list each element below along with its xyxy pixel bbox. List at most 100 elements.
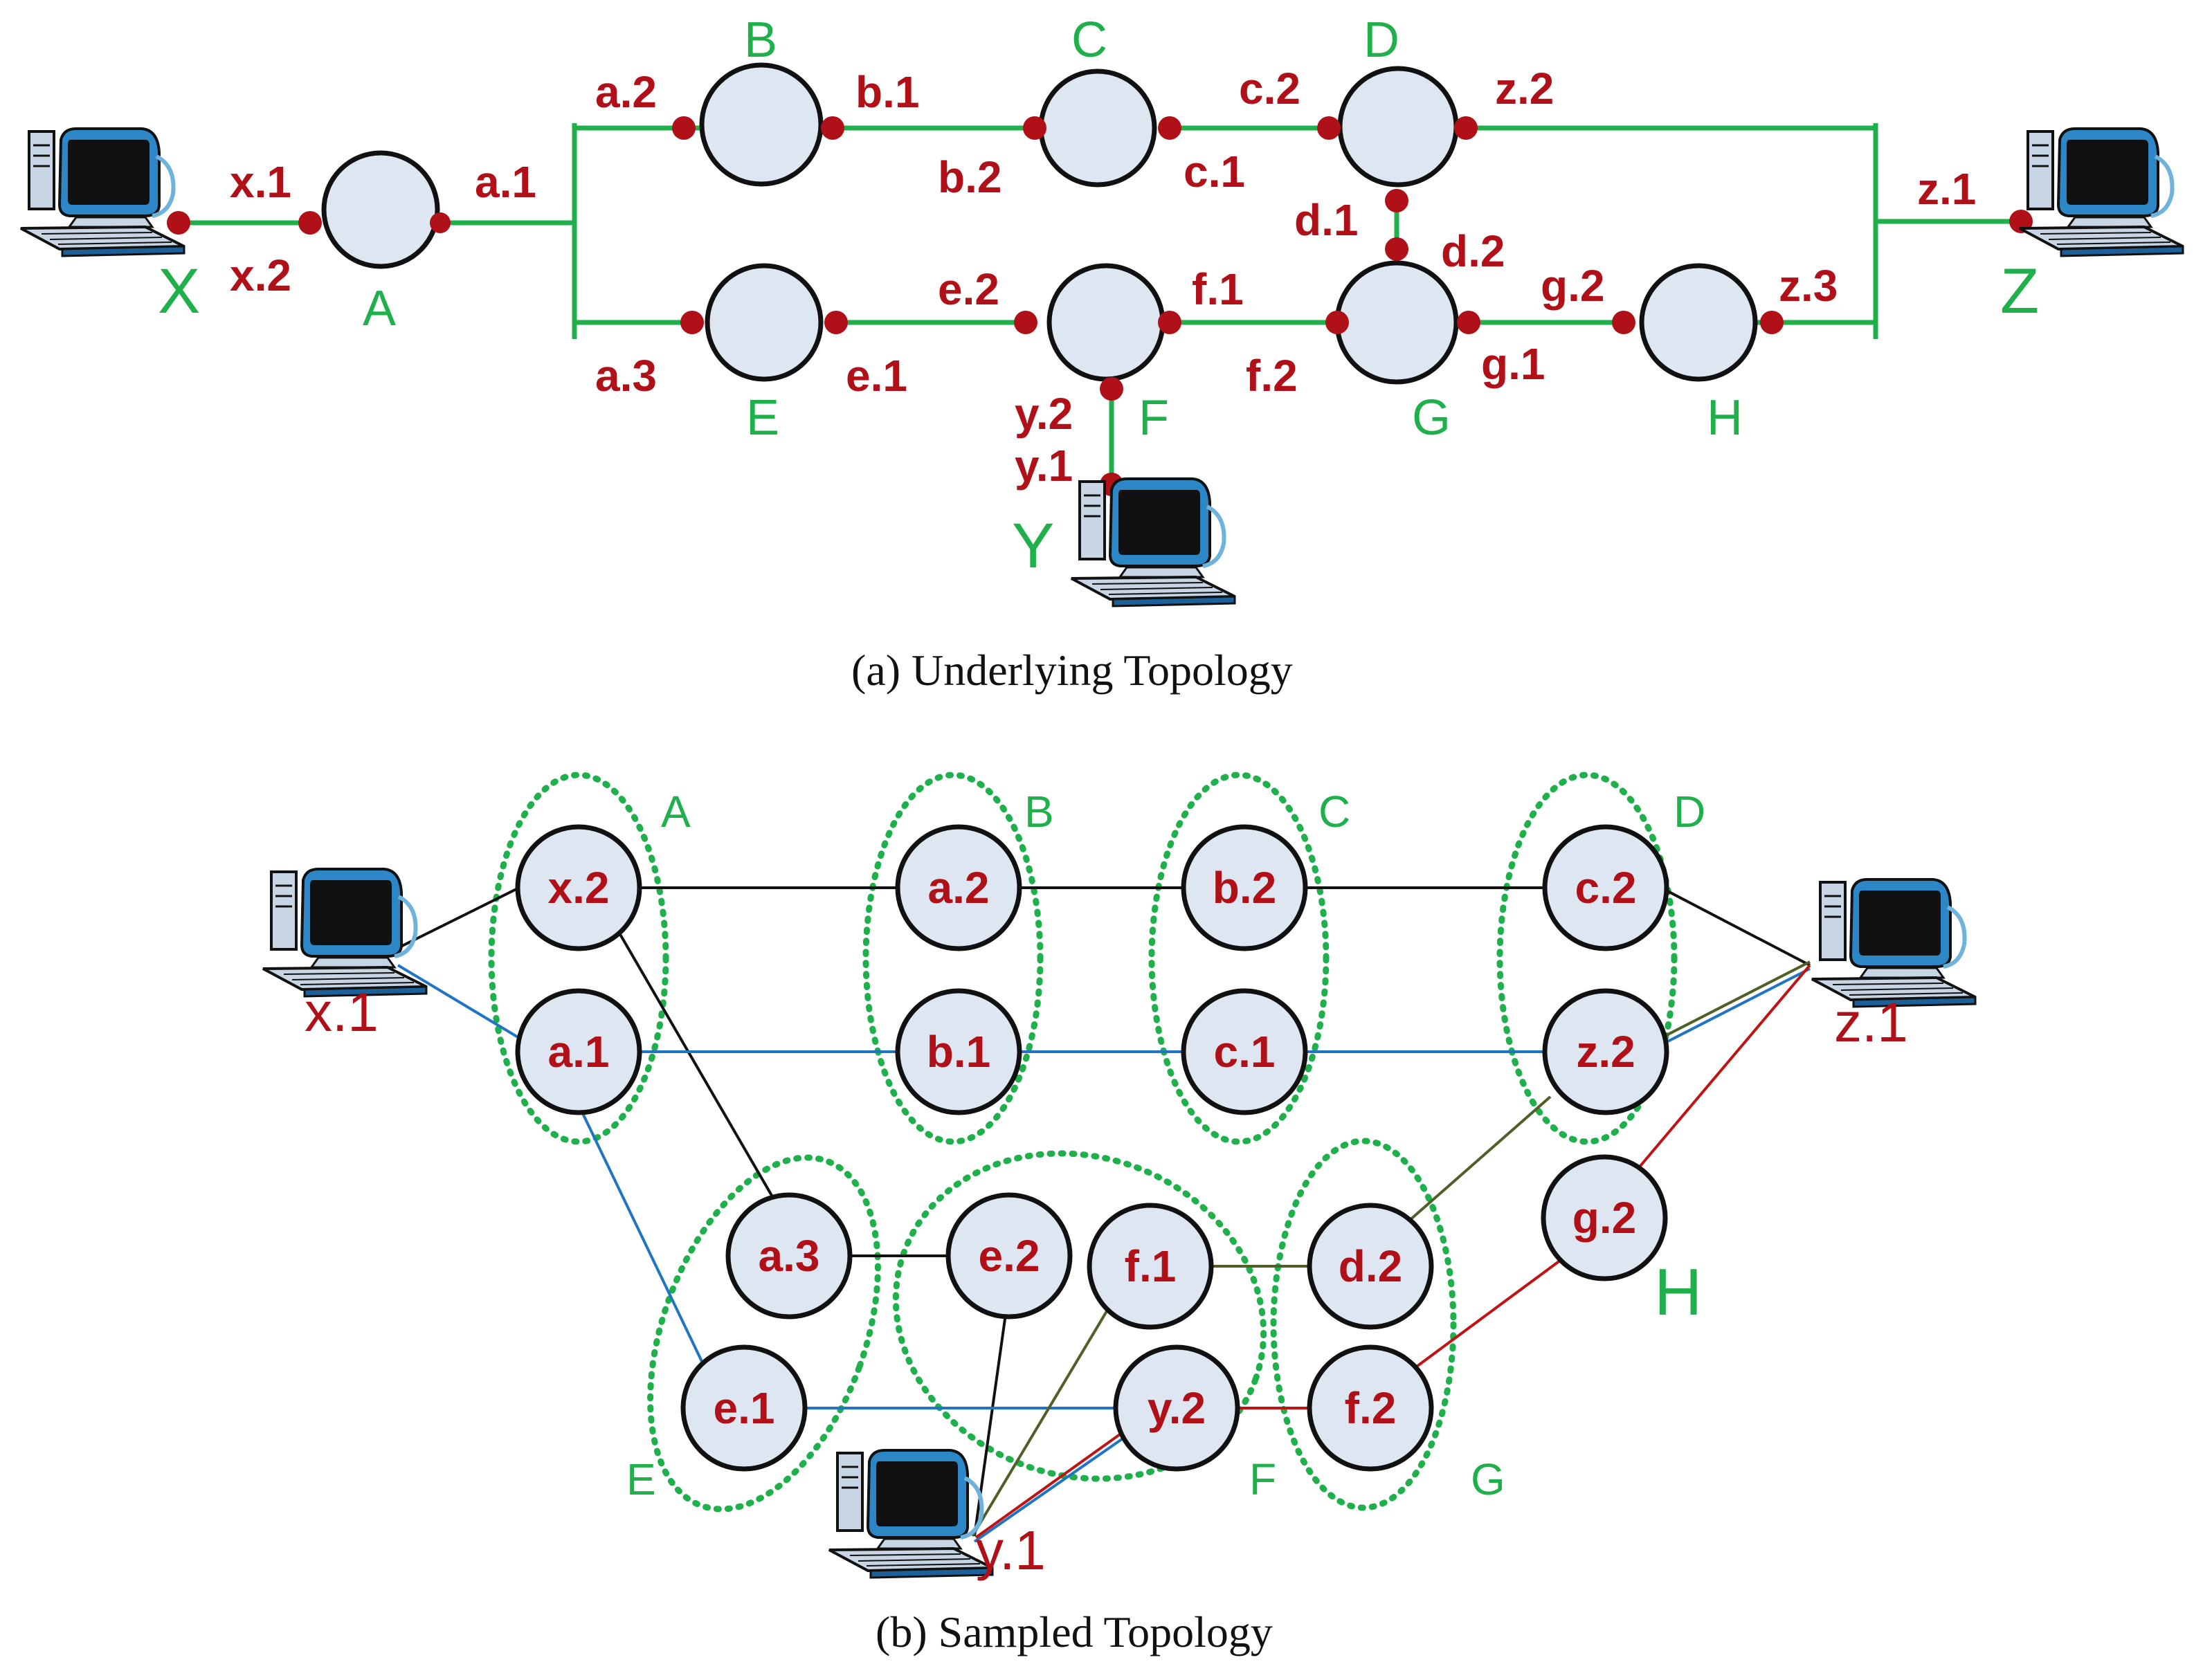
svg-text:d.2: d.2 <box>1441 226 1505 276</box>
path-links-blue <box>397 964 1811 1543</box>
caption-a: (a) Underlying Topology <box>851 646 1293 695</box>
node-z2 <box>1542 988 1669 1115</box>
svg-text:z.3: z.3 <box>1779 261 1838 311</box>
node-y2 <box>1113 1344 1240 1472</box>
router-labels: A B C D E F G H <box>363 12 1743 446</box>
svg-text:E: E <box>746 390 779 446</box>
path-links-red <box>974 964 1811 1539</box>
svg-text:C: C <box>1071 12 1107 68</box>
node-g2 <box>1541 1154 1668 1281</box>
path-links-olive <box>971 960 1811 1537</box>
host-y-icon <box>1071 479 1235 606</box>
router-f <box>1046 263 1166 382</box>
node-d2 <box>1307 1203 1434 1330</box>
svg-text:Y: Y <box>1012 511 1054 581</box>
sampled-host-labels: x.1 y.1 z.1 <box>305 981 1908 1581</box>
host-x-icon <box>21 129 184 256</box>
svg-text:z.2: z.2 <box>1495 64 1554 113</box>
svg-text:y.2: y.2 <box>1015 389 1073 439</box>
svg-text:E: E <box>626 1454 656 1504</box>
svg-text:f.1: f.1 <box>1125 1241 1177 1291</box>
cluster-labels: A B C D E F G H <box>626 787 1705 1504</box>
sampled-topology: x.2 a.1 a.2 b.1 b.2 c.1 c.2 z.2 a.3 e.1 … <box>263 771 1975 1656</box>
node-f2 <box>1307 1344 1434 1472</box>
node-a3 <box>725 1192 853 1320</box>
svg-text:c.1: c.1 <box>1214 1027 1276 1077</box>
svg-text:g.2: g.2 <box>1572 1193 1636 1243</box>
sampled-nodes <box>515 824 1669 1472</box>
svg-text:f.1: f.1 <box>1192 264 1244 314</box>
svg-text:b.1: b.1 <box>855 67 919 117</box>
svg-text:A: A <box>661 787 691 837</box>
svg-text:G: G <box>1471 1454 1505 1504</box>
router-clusters <box>488 771 1678 1513</box>
caption-b: (b) Sampled Topology <box>876 1607 1273 1656</box>
svg-text:D: D <box>1363 12 1399 68</box>
svg-text:c.2: c.2 <box>1239 64 1300 113</box>
svg-text:g.2: g.2 <box>1541 261 1604 311</box>
svg-text:e.1: e.1 <box>846 351 907 401</box>
svg-text:F: F <box>1139 390 1169 446</box>
svg-text:B: B <box>744 12 777 68</box>
router-g <box>1334 260 1459 385</box>
svg-text:d.1: d.1 <box>1294 195 1358 245</box>
svg-text:F: F <box>1249 1454 1276 1504</box>
router-c <box>1038 69 1157 188</box>
svg-text:x.2: x.2 <box>548 863 610 913</box>
svg-text:y.2: y.2 <box>1148 1383 1206 1433</box>
router-d <box>1337 66 1459 188</box>
sampled-node-labels: x.2 a.1 a.2 b.1 b.2 c.1 c.2 z.2 a.3 e.1 … <box>548 863 1637 1433</box>
node-c2 <box>1542 824 1669 951</box>
host-y1-icon <box>829 1450 992 1578</box>
node-e2 <box>945 1192 1073 1320</box>
svg-text:c.2: c.2 <box>1575 863 1637 913</box>
svg-text:a.3: a.3 <box>595 351 657 401</box>
router-b <box>699 62 824 187</box>
node-a2 <box>895 824 1022 951</box>
interface-labels: x.1 x.2 a.1 a.2 a.3 b.1 b.2 c.1 c.2 d.1 … <box>230 64 1976 491</box>
node-a1 <box>515 988 642 1115</box>
svg-text:y.1: y.1 <box>1015 441 1073 491</box>
svg-text:z.2: z.2 <box>1576 1027 1635 1077</box>
node-b1 <box>895 988 1022 1115</box>
router-a <box>321 150 440 269</box>
svg-text:x.1: x.1 <box>230 157 291 207</box>
node-f1 <box>1087 1203 1214 1330</box>
svg-text:D: D <box>1674 787 1705 837</box>
router-e <box>705 263 824 382</box>
svg-text:g.1: g.1 <box>1481 339 1545 389</box>
svg-text:b.2: b.2 <box>1213 863 1276 913</box>
svg-text:H: H <box>1707 390 1743 446</box>
underlying-topology: x.1 x.2 a.1 a.2 a.3 b.1 b.2 c.1 c.2 d.1 … <box>21 12 2183 695</box>
svg-text:G: G <box>1412 390 1451 446</box>
svg-text:a.1: a.1 <box>475 157 536 207</box>
svg-text:b.1: b.1 <box>927 1027 990 1077</box>
svg-text:a.2: a.2 <box>595 67 657 117</box>
svg-text:y.1: y.1 <box>976 1519 1046 1581</box>
host-x1-icon <box>263 869 426 996</box>
svg-text:z.1: z.1 <box>1917 164 1976 214</box>
node-x2 <box>515 824 642 951</box>
svg-text:f.2: f.2 <box>1345 1383 1397 1433</box>
svg-text:A: A <box>363 281 396 336</box>
svg-text:C: C <box>1318 787 1350 837</box>
node-c1 <box>1181 988 1308 1115</box>
svg-text:e.2: e.2 <box>938 264 999 314</box>
svg-text:x.1: x.1 <box>305 981 379 1043</box>
node-b2 <box>1181 824 1308 951</box>
svg-text:a.1: a.1 <box>548 1027 610 1077</box>
svg-text:e.2: e.2 <box>979 1231 1040 1281</box>
host-z1-icon <box>1812 879 1975 1007</box>
svg-text:c.1: c.1 <box>1184 147 1245 197</box>
svg-text:f.2: f.2 <box>1246 351 1298 401</box>
router-nodes <box>321 62 1758 385</box>
svg-text:Z: Z <box>2000 256 2039 327</box>
svg-text:b.2: b.2 <box>938 152 1001 202</box>
node-e1 <box>680 1344 808 1472</box>
svg-text:H: H <box>1654 1255 1702 1329</box>
svg-text:X: X <box>158 256 200 327</box>
svg-text:a.3: a.3 <box>759 1231 820 1281</box>
svg-text:x.2: x.2 <box>230 250 291 300</box>
svg-text:z.1: z.1 <box>1834 992 1908 1053</box>
host-z-icon <box>2020 129 2183 256</box>
